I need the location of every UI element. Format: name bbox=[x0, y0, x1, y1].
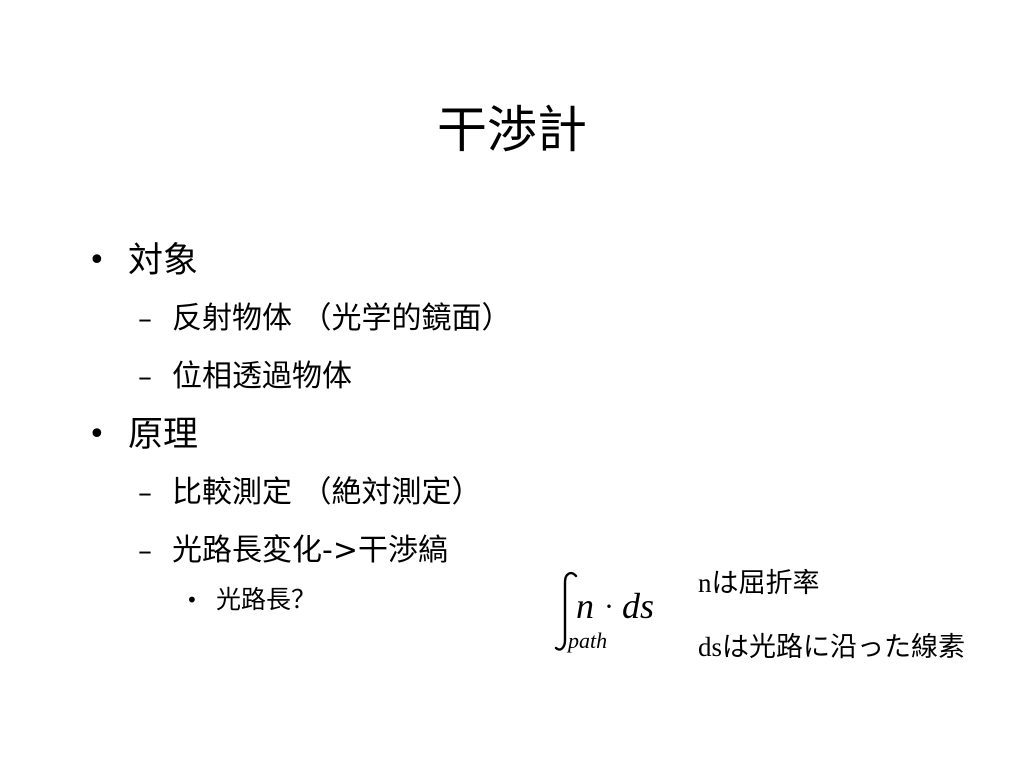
slide-title: 干渉計 bbox=[437, 101, 587, 159]
note-symbol: n bbox=[698, 568, 712, 598]
sub-bullet-comparison: – 比較測定 （絶対測定） bbox=[86, 464, 886, 522]
integrand-dot: · bbox=[604, 590, 614, 623]
note-refractive-index: nは屈折率 bbox=[698, 562, 1024, 618]
dash-marker: – bbox=[138, 476, 152, 509]
bullet-list: • 対象 – 反射物体 （光学的鏡面） – 位相透過物体 • 原理 – 比較測定… bbox=[86, 232, 886, 624]
sub-bullet-label: 反射物体 （光学的鏡面） bbox=[172, 301, 512, 336]
sub-bullet-phase-object: – 位相透過物体 bbox=[86, 348, 886, 406]
note-text: は光路に沿った線素 bbox=[722, 632, 966, 663]
bullet-marker: • bbox=[88, 417, 106, 452]
optical-path-integral: n · ds path bbox=[552, 568, 682, 658]
sub-bullet-reflective-object: – 反射物体 （光学的鏡面） bbox=[86, 290, 886, 348]
bullet-label: 原理 bbox=[128, 415, 199, 455]
integral-formula: n · ds path bbox=[554, 571, 654, 653]
bullet-label: 対象 bbox=[128, 241, 199, 281]
integrand-ds: ds bbox=[622, 586, 654, 626]
note-text: は屈折率 bbox=[711, 568, 820, 599]
sub-sub-bullet-optical-path: • 光路長？ bbox=[86, 580, 886, 624]
sub-bullet-label: 比較測定 （絶対測定） bbox=[172, 475, 482, 510]
sub-sub-bullet-label: 光路長？ bbox=[216, 585, 317, 614]
sub-bullet-label: 光路長変化->干渉縞 bbox=[172, 533, 448, 568]
note-line-element: dsは光路に沿った線素 bbox=[698, 626, 1024, 682]
sub-bullet-optical-path-change: – 光路長変化->干渉縞 bbox=[86, 522, 886, 580]
dash-marker: – bbox=[138, 534, 152, 567]
note-symbol: ds bbox=[698, 632, 723, 662]
formula-notes: nは屈折率 dsは光路に沿った線素 bbox=[698, 562, 1024, 682]
bullet-marker-small: • bbox=[186, 588, 198, 612]
bullet-principle: • 原理 bbox=[86, 406, 886, 464]
integral-sign bbox=[554, 571, 578, 651]
integral-subscript: path bbox=[566, 628, 607, 653]
dash-marker: – bbox=[138, 302, 152, 335]
bullet-marker: • bbox=[88, 243, 106, 278]
dash-marker: – bbox=[138, 360, 152, 393]
bullet-target: • 対象 bbox=[86, 232, 886, 290]
sub-bullet-label: 位相透過物体 bbox=[172, 359, 352, 394]
integrand-n: n bbox=[576, 586, 594, 626]
